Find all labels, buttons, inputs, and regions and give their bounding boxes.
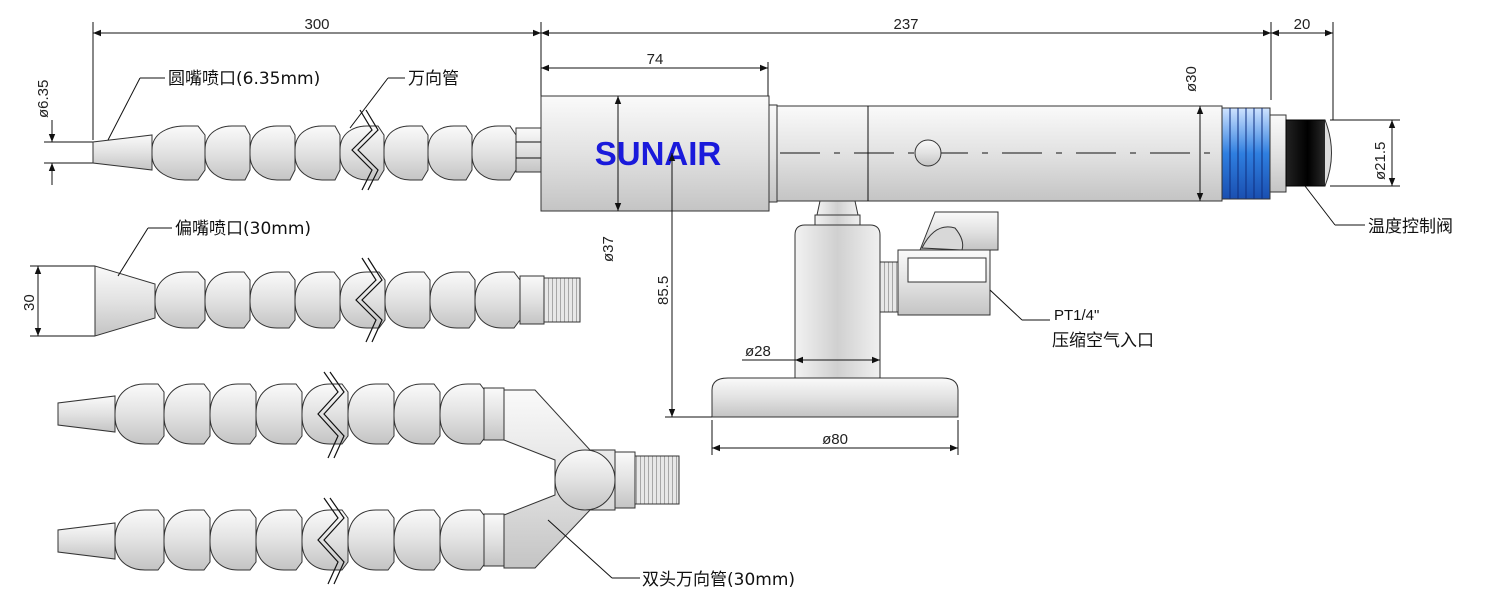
dim-cylinder-length: 74 (647, 51, 664, 68)
label-thread: PT1/4" (1054, 307, 1099, 324)
dual-hose: 双头万向管(30mm) (57, 371, 795, 590)
dim-base-dia: ø80 (822, 431, 848, 448)
dim-body-length: 237 (893, 16, 918, 33)
round-nozzle-hose: ø6.35 圆嘴喷口(6.35mm) 万向管 (35, 69, 542, 191)
main-body: SUNAIR ø37 ø30 ø21.5 (540, 66, 1453, 455)
dim-tube-dia: ø30 (1183, 66, 1200, 92)
dim-flat-nozzle-width: 30 (21, 294, 38, 311)
label-air-inlet: 压缩空气入口 (1052, 331, 1154, 351)
flat-nozzle-hose: 30 偏嘴喷口(30mm) (21, 219, 581, 343)
dim-valve-length: 20 (1294, 16, 1311, 33)
label-flex-hose: 万向管 (408, 69, 459, 89)
dim-cylinder-dia: ø37 (600, 236, 617, 262)
top-dimensions: 300 237 20 74 (92, 16, 1334, 140)
dim-hose-length: 300 (304, 16, 329, 33)
label-round-nozzle: 圆嘴喷口(6.35mm) (168, 69, 320, 89)
dim-valve-dia: ø21.5 (1372, 142, 1389, 180)
dim-height: 85.5 (655, 276, 672, 305)
label-temp-valve: 温度控制阀 (1368, 217, 1453, 237)
label-dual-hose: 双头万向管(30mm) (642, 570, 795, 590)
dim-stand-dia: ø28 (745, 343, 771, 360)
dim-round-nozzle-dia: ø6.35 (35, 80, 52, 118)
sunair-logo: SUNAIR (595, 135, 722, 172)
label-flat-nozzle: 偏嘴喷口(30mm) (175, 219, 311, 239)
